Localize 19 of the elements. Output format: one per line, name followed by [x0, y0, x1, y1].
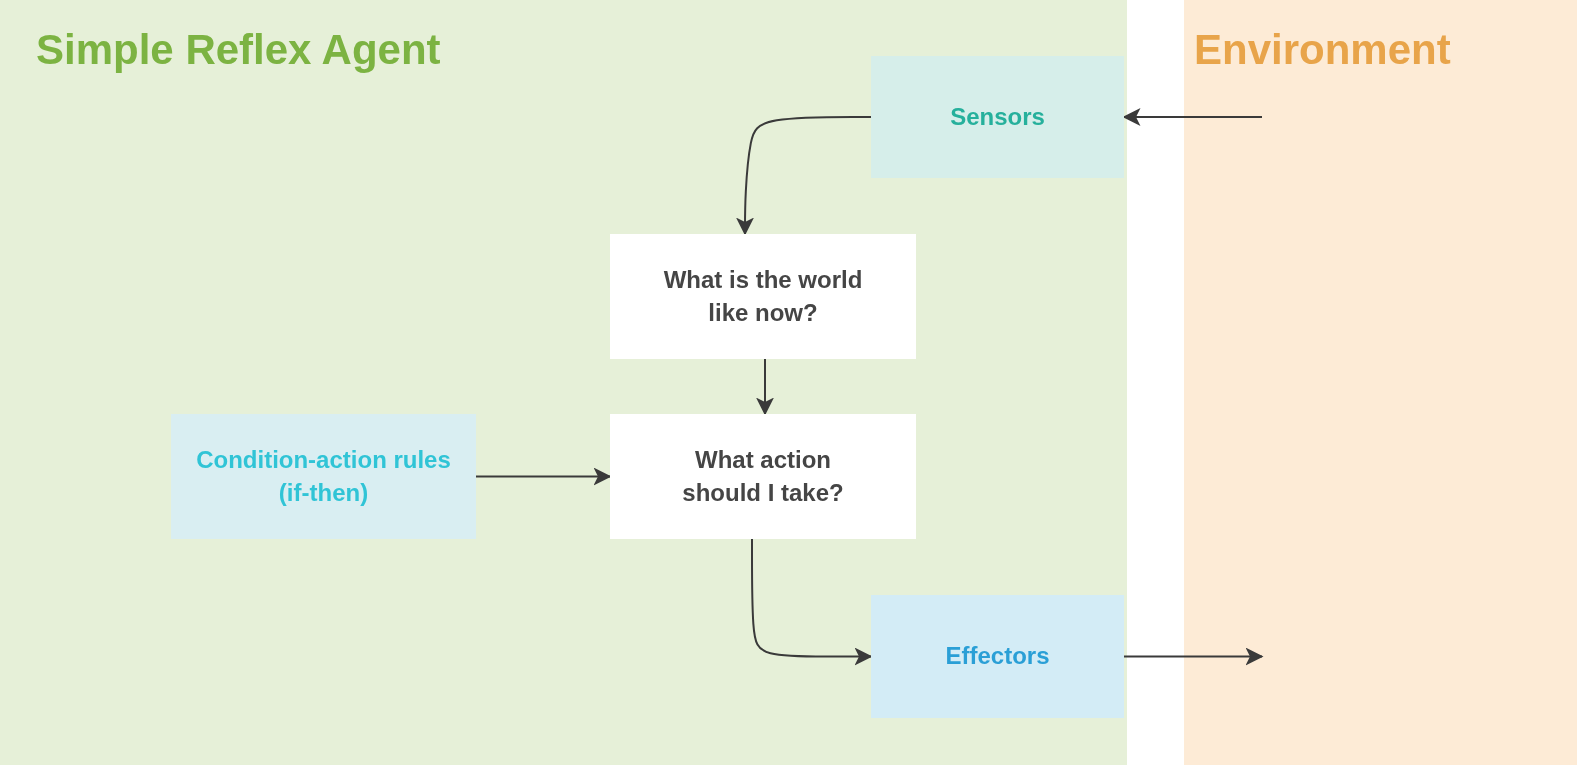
arrow [756, 358, 774, 416]
process-box [610, 414, 916, 539]
box-label: Effectors [945, 641, 1050, 672]
box-label: Condition-action rules (if-then) [195, 445, 452, 508]
box-label: Sensors [950, 101, 1045, 132]
arrow [736, 116, 872, 236]
arrow [1122, 108, 1263, 126]
arrow [475, 467, 612, 486]
box-label: What is the world like now? [662, 265, 864, 328]
panel-title: Environment [1194, 26, 1451, 74]
environment-panel [1184, 0, 1577, 765]
box-label: What action should I take? [681, 445, 845, 508]
agent-panel [0, 0, 1127, 765]
arrow [1123, 647, 1264, 666]
sensor-box [871, 56, 1124, 178]
effector-box [871, 595, 1124, 718]
arrow [751, 538, 873, 666]
process-box [610, 234, 916, 359]
panel-title: Simple Reflex Agent [36, 26, 441, 74]
